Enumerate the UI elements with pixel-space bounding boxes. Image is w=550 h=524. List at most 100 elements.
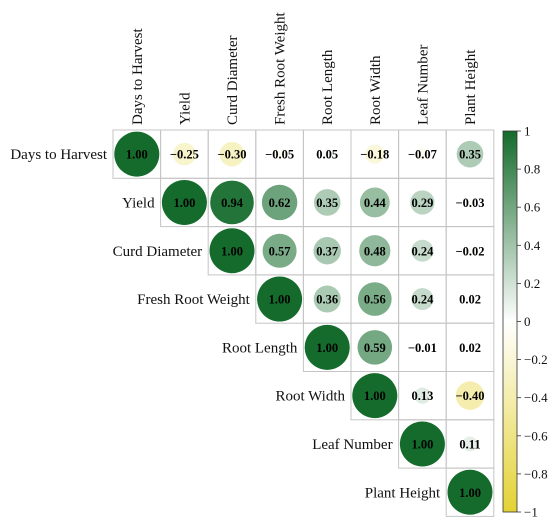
correlation-value: −0.18 [360,148,389,162]
row-label: Fresh Root Weight [137,292,251,308]
correlation-value: −0.30 [218,148,247,162]
correlation-value: 0.94 [221,196,244,210]
column-label: Root Length [320,49,336,125]
correlation-value: −0.03 [456,196,485,210]
correlation-circle [257,276,303,322]
colorbar-tick-label: 0.2 [524,276,540,291]
correlation-value: 1.00 [173,196,195,210]
colorbar-tick-label: −0.8 [524,466,548,481]
correlation-value: 1.00 [221,244,243,258]
correlation-circle [359,235,391,267]
column-label: Plant Height [463,49,479,125]
grid-layer [112,129,495,517]
correlation-value: 0.44 [364,196,387,210]
row-label: Root Width [275,389,345,405]
correlation-circle [313,237,341,265]
correlation-value: −0.02 [456,244,485,258]
correlation-value: 1.00 [126,148,148,162]
correlation-circle [462,436,478,452]
column-label: Fresh Root Weight [273,11,289,125]
correlation-circle [455,381,485,410]
row-label: Days to Harvest [10,147,107,163]
correlation-value: 0.59 [364,341,386,355]
correlation-circle [161,179,207,225]
correlation-value: 0.35 [316,196,338,210]
correlation-value: −0.05 [265,148,294,162]
colorbar-tick-label: −0.4 [524,390,548,405]
correlation-value: 0.11 [459,437,480,451]
correlation-circle [410,190,435,215]
correlation-circle [357,282,392,316]
correlation-value: −0.07 [408,148,437,162]
correlation-circle [274,149,285,160]
correlation-circle [399,421,445,467]
colorbar-tick-label: −1 [524,505,538,520]
correlation-value: 0.29 [411,196,433,210]
correlation-circle [313,189,341,216]
column-label: Root Width [368,55,384,125]
correlation-value: 1.00 [411,437,433,451]
correlation-value: 0.24 [411,244,434,258]
correlation-value: 1.00 [316,341,338,355]
correlation-circle [357,330,393,365]
correlation-circle [447,469,493,515]
correlation-value: −0.40 [456,389,485,403]
column-label: Days to Harvest [130,28,146,125]
correlation-circle [411,239,434,262]
correlation-circle [313,285,341,313]
correlation-circle [261,184,298,221]
colorbar-gradient [502,130,518,513]
correlation-circle [466,247,474,254]
correlation-circle [114,131,160,177]
correlation-value: 0.35 [459,148,481,162]
correlation-circle [262,233,297,268]
correlation-value: 0.13 [411,389,433,403]
correlation-value: 0.62 [269,196,291,210]
correlation-value: −0.01 [408,341,437,355]
correlation-value: 0.56 [364,293,386,307]
correlation-value: 0.02 [459,293,481,307]
correlation-circle [322,149,333,160]
correlation-value: 0.05 [316,148,338,162]
matrix-cell [445,467,495,517]
row-label: Leaf Number [312,437,392,453]
colorbar-tick-label: 1 [524,124,531,139]
correlation-value: 0.48 [364,244,386,258]
colorbar-tick-label: 0 [524,314,531,329]
correlation-circle [466,344,474,351]
column-label: Yield [177,92,193,125]
colorbar-tick-label: 0.4 [524,238,541,253]
correlation-circle [414,387,431,404]
row-label: Curd Diameter [113,244,203,260]
correlation-circle [420,345,425,350]
correlation-circle [304,324,350,370]
correlation-circle [359,187,390,218]
correlation-circle [466,295,474,303]
colorbar-tick-label: 0.6 [524,200,541,215]
correlation-circle [173,142,196,166]
correlation-circle [411,288,434,311]
correlation-circle [219,141,245,167]
row-label: Root Length [222,340,298,356]
correlation-value: 1.00 [364,389,386,403]
colorbar-tick-label: −0.6 [524,428,548,443]
colorbar-tick-label: −0.2 [524,352,548,367]
correlation-value: 1.00 [269,293,291,307]
column-label: Leaf Number [415,45,431,125]
correlation-circle [210,180,254,225]
correlation-circle [456,140,484,168]
correlation-value: 0.37 [316,244,338,258]
correlation-circle [466,198,474,207]
colorbar-tick-label: 0.8 [524,162,540,177]
row-label: Yield [122,195,155,211]
correlation-value: 0.57 [269,244,291,258]
column-label: Curd Diameter [225,35,241,125]
correlation-circle [352,373,398,419]
correlation-circle [416,148,429,161]
correlation-circle [365,144,385,164]
correlation-value: 0.02 [459,341,481,355]
correlation-value: 0.24 [411,293,434,307]
